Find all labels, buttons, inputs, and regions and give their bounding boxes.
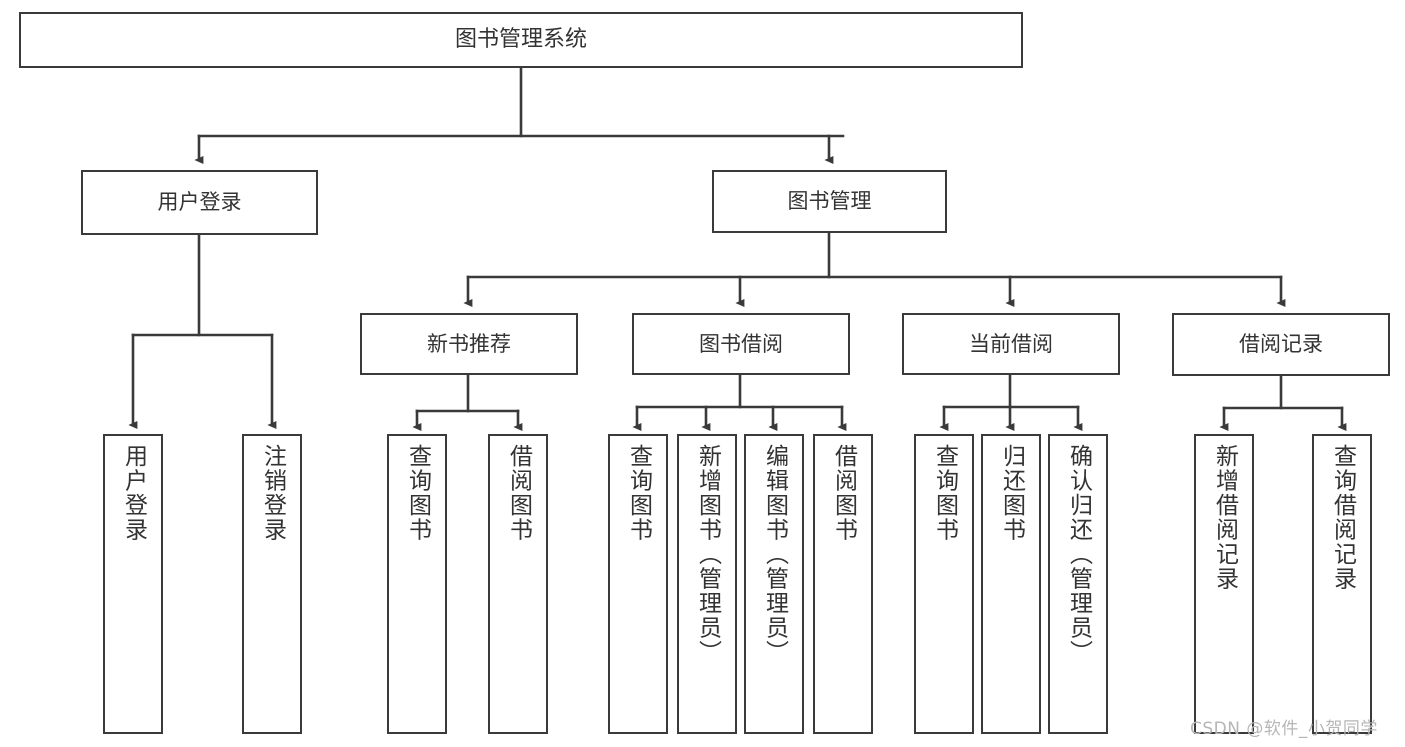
leaf-borrow-record-query-record[interactable]: 查询借阅记录 [1312, 434, 1372, 734]
leaf-book-borrow-borrow-book[interactable]: 借阅图书 [813, 434, 873, 734]
node-label: 图书管理系统 [454, 27, 587, 53]
leaf-book-borrow-query-book[interactable]: 查询图书 [608, 434, 668, 734]
node-current-borrow[interactable]: 当前借阅 [902, 313, 1120, 375]
node-label: 确认归还（管理员） [1065, 444, 1092, 665]
node-book-management[interactable]: 图书管理 [712, 170, 947, 233]
node-label: 借阅图书 [830, 444, 857, 542]
leaf-current-borrow-query-book[interactable]: 查询图书 [914, 434, 974, 734]
node-label: 用户登录 [157, 190, 242, 215]
leaf-current-borrow-return-book[interactable]: 归还图书 [981, 434, 1041, 734]
leaf-new-book-query-book[interactable]: 查询图书 [387, 434, 447, 734]
node-label: 查询图书 [404, 444, 431, 542]
node-label: 编辑图书（管理员） [761, 444, 788, 665]
node-label: 当前借阅 [969, 331, 1053, 356]
node-label: 用户登录 [120, 444, 147, 542]
node-label: 借阅记录 [1239, 332, 1323, 357]
leaf-user-login-logout[interactable]: 注销登录 [242, 434, 302, 734]
node-label: 图书借阅 [699, 331, 783, 356]
node-label: 注销登录 [259, 444, 286, 542]
leaf-new-book-borrow-book[interactable]: 借阅图书 [488, 434, 548, 734]
node-label: 新书推荐 [427, 331, 511, 356]
leaf-borrow-record-add-record[interactable]: 新增借阅记录 [1194, 434, 1254, 734]
leaf-current-borrow-confirm-return-admin[interactable]: 确认归还（管理员） [1048, 434, 1108, 734]
node-label: 新增图书（管理员） [694, 444, 721, 665]
csdn-watermark: CSDN @软件_小贺同学 [1190, 719, 1378, 739]
node-root-book-management-system[interactable]: 图书管理系统 [19, 12, 1023, 68]
leaf-book-borrow-edit-book-admin[interactable]: 编辑图书（管理员） [744, 434, 804, 734]
node-user-login[interactable]: 用户登录 [81, 170, 318, 235]
node-label: 新增借阅记录 [1211, 444, 1238, 591]
leaf-user-login-login[interactable]: 用户登录 [103, 434, 163, 734]
node-borrow-record[interactable]: 借阅记录 [1172, 313, 1390, 376]
node-label: 查询图书 [931, 444, 958, 542]
node-label: 归还图书 [998, 444, 1025, 542]
node-new-book-recommend[interactable]: 新书推荐 [360, 313, 578, 375]
node-label: 借阅图书 [505, 444, 532, 542]
node-label: 查询图书 [625, 444, 652, 542]
leaf-book-borrow-add-book-admin[interactable]: 新增图书（管理员） [677, 434, 737, 734]
node-label: 查询借阅记录 [1329, 444, 1356, 591]
node-book-borrow[interactable]: 图书借阅 [632, 313, 850, 375]
node-label: 图书管理 [787, 189, 872, 214]
